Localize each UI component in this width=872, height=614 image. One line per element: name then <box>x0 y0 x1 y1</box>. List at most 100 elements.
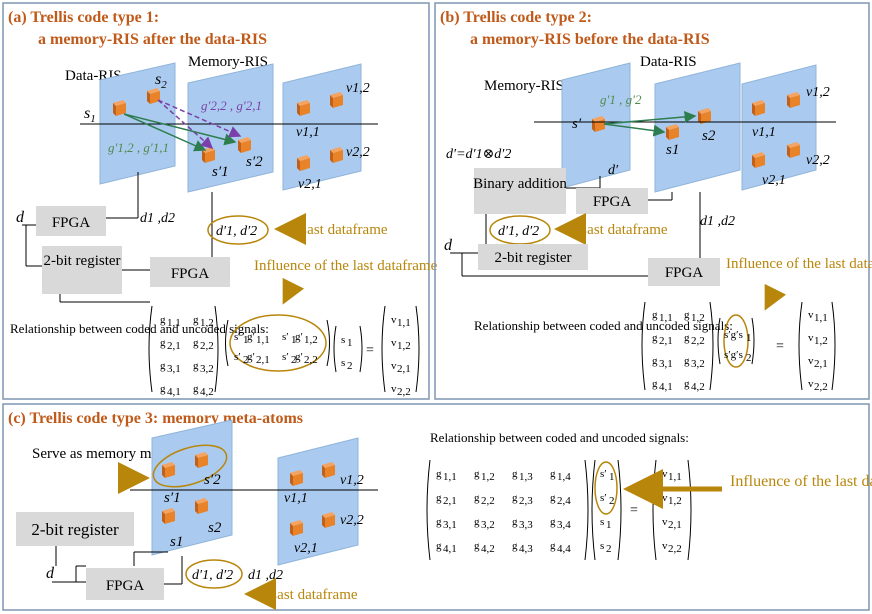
svg-text:1,2: 1,2 <box>691 312 705 324</box>
memory-atoms-ellipse <box>152 444 228 488</box>
svg-text:g: g <box>436 492 442 504</box>
svg-text:g: g <box>436 468 442 480</box>
svg-text:1,1: 1,1 <box>256 334 270 346</box>
svg-text:v: v <box>391 314 397 326</box>
svg-text:2,2: 2,2 <box>304 354 318 366</box>
fpga-box-1 <box>36 206 106 236</box>
svg-text:v: v <box>391 360 397 372</box>
memory-ris-b-label: Memory-RIS <box>484 78 564 94</box>
fpga-2-label: FPGA <box>171 266 210 282</box>
svg-text:s′: s′ <box>282 351 289 363</box>
svg-text:g: g <box>160 383 166 395</box>
purple-arrow <box>157 99 242 138</box>
influence-b: Influence of the last dataframe <box>726 256 872 272</box>
svg-text:g: g <box>193 360 199 372</box>
svg-text:2,2: 2,2 <box>691 335 705 347</box>
svg-text:g: g <box>512 516 518 528</box>
v12-label: v1,2 <box>346 81 370 96</box>
d1d2-b: d1 ,d2 <box>700 214 735 229</box>
s-prime-b: s′ <box>572 116 582 132</box>
g-dash-top: g′2,2 , g′2,1 <box>201 98 262 113</box>
svg-text:g: g <box>436 540 442 552</box>
register-label: 2-bit register <box>43 253 120 269</box>
svg-text:2,2: 2,2 <box>200 340 214 352</box>
svg-text:1,1: 1,1 <box>397 317 411 329</box>
svg-text:1: 1 <box>347 337 353 349</box>
svg-text:g: g <box>652 332 658 344</box>
last-dataframe-a: Last dataframe <box>298 222 388 238</box>
v22-label: v2,2 <box>346 145 370 160</box>
svg-text:g′: g′ <box>295 351 303 363</box>
svg-text:s: s <box>341 357 345 369</box>
dprime12-b: d′1, d′2 <box>498 224 539 239</box>
register-b-label: 2-bit register <box>494 250 571 266</box>
svg-text:g: g <box>160 314 166 326</box>
svg-text:v: v <box>662 468 668 480</box>
svg-text:s′g′s: s′g′s <box>724 349 743 361</box>
svg-text:g: g <box>193 314 199 326</box>
binary-label: Binary addition <box>473 176 567 192</box>
svg-text:2,1: 2,1 <box>814 358 828 370</box>
register-box <box>42 246 122 294</box>
dprime-ellipse-c <box>185 559 243 589</box>
svg-text:v: v <box>662 492 668 504</box>
svg-text:1: 1 <box>746 332 752 344</box>
influence-arrow <box>282 277 305 305</box>
g-dash-bottom: g′1,2 , g′1,1 <box>108 140 169 155</box>
svg-text:3,2: 3,2 <box>691 358 705 370</box>
v21-c: v2,1 <box>294 541 318 556</box>
svg-text:1,2: 1,2 <box>397 340 411 352</box>
svg-text:v: v <box>391 383 397 395</box>
relationship-c: Relationship between coded and uncoded s… <box>430 430 689 445</box>
svg-text:2,2: 2,2 <box>481 495 495 507</box>
svg-text:2,2: 2,2 <box>668 543 682 555</box>
data-ris-b-panel <box>654 62 741 193</box>
svg-text:2,1: 2,1 <box>256 354 270 366</box>
svg-text:s′g′s: s′g′s <box>724 329 743 341</box>
svg-text:g: g <box>550 516 556 528</box>
v22-c: v2,2 <box>340 513 364 528</box>
green-arrow <box>123 113 237 146</box>
panel-a-title-1: (a) Trellis code type 1: <box>8 9 159 26</box>
svg-text:=: = <box>776 339 784 354</box>
svg-text:s′: s′ <box>282 331 289 343</box>
svg-text:2,1: 2,1 <box>167 340 181 352</box>
register-c-label: 2-bit register <box>31 520 119 539</box>
svg-text:2: 2 <box>347 360 353 372</box>
svg-text:2: 2 <box>291 354 297 366</box>
v21-label: v2,1 <box>298 177 322 192</box>
svg-text:1,4: 1,4 <box>557 471 571 483</box>
svg-text:2,1: 2,1 <box>668 519 682 531</box>
d-b: d <box>444 237 453 254</box>
svg-text:2: 2 <box>609 495 615 507</box>
dprime-b: d′ <box>608 163 619 178</box>
green-arrow <box>603 110 697 125</box>
svg-text:g′: g′ <box>295 331 303 343</box>
svg-text:2,2: 2,2 <box>397 386 411 398</box>
svg-text:2: 2 <box>606 543 612 555</box>
panel-b-title-1: (b) Trellis code type 2: <box>440 9 592 26</box>
panel-a-border <box>2 2 430 400</box>
fpga-b-box-2 <box>648 258 720 286</box>
svg-text:2,3: 2,3 <box>519 495 533 507</box>
svg-text:3,3: 3,3 <box>519 519 533 531</box>
svg-text:g: g <box>436 516 442 528</box>
relationship-b: Relationship between coded and uncoded s… <box>474 318 733 333</box>
svg-text:3,1: 3,1 <box>659 358 673 370</box>
d-c: d <box>46 565 55 582</box>
v11-c: v1,1 <box>284 491 308 506</box>
svg-text:1: 1 <box>291 334 297 346</box>
svg-text:1,1: 1,1 <box>167 317 181 329</box>
influence-c: Influence of the last dataframe <box>730 473 872 490</box>
svg-text:=: = <box>366 343 374 358</box>
s2-label: s2 <box>155 71 167 91</box>
svg-text:g: g <box>684 332 690 344</box>
svg-text:2,1: 2,1 <box>397 363 411 375</box>
d-label: d <box>16 209 25 226</box>
svg-text:s: s <box>600 540 604 552</box>
svg-text:g: g <box>652 378 658 390</box>
svg-text:g: g <box>512 540 518 552</box>
svg-text:3,4: 3,4 <box>557 519 571 531</box>
